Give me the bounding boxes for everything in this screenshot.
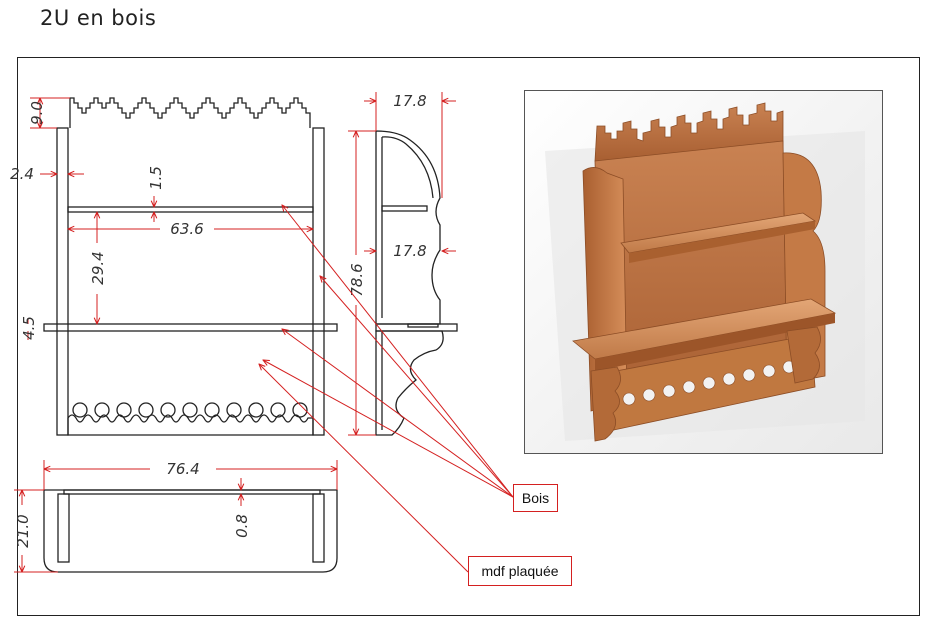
dim-side-thickness: 2.4 (10, 165, 34, 183)
front-upper-shelf (67, 206, 314, 213)
dim-shelf-thickness: 1.5 (147, 166, 165, 190)
front-right-upright (312, 127, 325, 436)
dim-top-height: 9.0 (28, 101, 46, 125)
side-bracket (375, 330, 444, 436)
drawing-sheet-frame (17, 57, 920, 616)
dim-depth: 21.0 (14, 514, 32, 547)
callout-wood: Bois (513, 484, 558, 512)
top-view-back-panel (63, 489, 321, 495)
dim-inner-width: 63.6 (170, 220, 203, 238)
top-view-left-side (57, 493, 70, 563)
top-view-right-side (312, 493, 325, 563)
dim-bottom-shelf: 4.5 (20, 316, 38, 340)
side-view (375, 130, 458, 436)
dimension-lines (14, 92, 456, 572)
front-view (43, 97, 338, 436)
shelf-3d-illustration (545, 102, 865, 442)
front-apron-balls (72, 402, 308, 418)
top-view (43, 489, 338, 573)
front-lower-shelf (43, 323, 338, 332)
side-upper-shelf (381, 205, 428, 212)
dimension-labels: 9.0 2.4 1.5 63.6 29.4 4.5 17.8 17.8 78.6… (10, 92, 427, 548)
callout-leaders (259, 205, 514, 573)
page-title: 2U en bois (40, 6, 157, 30)
front-ball-apron (67, 414, 314, 436)
dim-total-height: 78.6 (348, 263, 366, 296)
front-crenellated-top (69, 97, 311, 128)
dim-back-panel: 0.8 (233, 514, 251, 538)
side-profile-upper (375, 130, 441, 325)
dim-side-depth-mid: 17.8 (393, 242, 426, 260)
dim-side-depth-top: 17.8 (393, 92, 426, 110)
dim-shelf-spacing: 29.4 (89, 251, 107, 284)
render-image-frame (524, 90, 883, 454)
top-view-outline (43, 489, 338, 573)
front-left-upright (56, 127, 69, 436)
callout-veneered-mdf: mdf plaquée (468, 556, 572, 586)
dim-overall-width: 76.4 (166, 460, 199, 478)
